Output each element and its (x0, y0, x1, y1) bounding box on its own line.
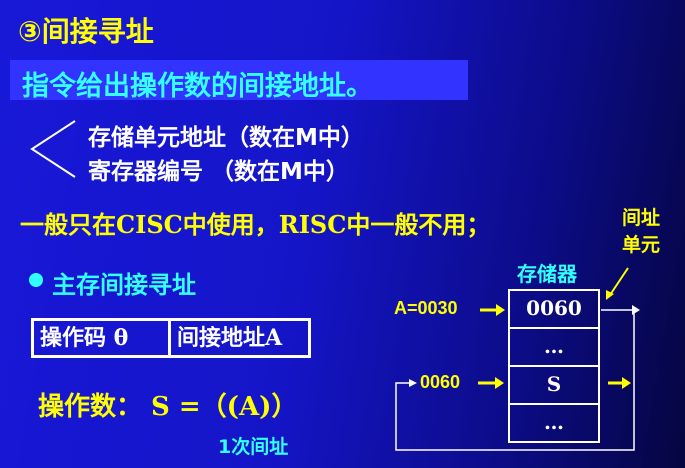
subtitle-highlight (10, 60, 468, 100)
callout-line-2: 单元 (622, 234, 661, 256)
bracket-line-memory: 存储单元地址（数在M中） (88, 125, 364, 151)
bullet-icon (29, 273, 43, 287)
usage-note: 一般只在CISC中使用，RISC中一般不用； (20, 210, 491, 239)
bracket-icon (30, 120, 76, 178)
operand-formula: 操作数： S =（(A)） (38, 392, 298, 422)
bullet-heading: 主存间接寻址 (52, 271, 196, 299)
slide-subtitle: 指令给出操作数的间接地址。 (22, 71, 373, 102)
slide-title: ③间接寻址 (18, 15, 154, 48)
callout-label: 间址 单元 (622, 205, 660, 259)
memory-cell: 0060 (510, 291, 598, 329)
memory-table: 0060 … S … (508, 289, 600, 443)
callout-arrow-line (609, 267, 629, 296)
instruction-address-cell: 间接地址A (177, 325, 283, 351)
footnote: 1次间址 (218, 436, 289, 458)
arrow-0060-head-icon (495, 377, 504, 389)
arrow-s-head-icon (622, 377, 631, 389)
instruction-opcode-cell: 操作码 θ (34, 321, 171, 355)
bracket-line-register: 寄存器编号 （数在M中） (88, 159, 349, 185)
address-label-0060: 0060 (420, 372, 461, 392)
memory-cell: … (510, 329, 598, 367)
address-label-a: A=0030 (394, 298, 458, 318)
memory-label: 存储器 (517, 262, 577, 286)
memory-cell: … (544, 410, 564, 434)
arrow-a-head-icon (496, 304, 505, 316)
instruction-format-box: 操作码 θ 间接地址A (31, 318, 311, 358)
indirect-loop-line (395, 309, 635, 451)
memory-cell: S (510, 367, 598, 405)
callout-line-1: 间址 (622, 207, 661, 229)
loop-arrow-top-icon (632, 305, 640, 315)
callout-arrow-head-icon (606, 290, 614, 300)
loop-arrow-left-icon (409, 379, 417, 387)
